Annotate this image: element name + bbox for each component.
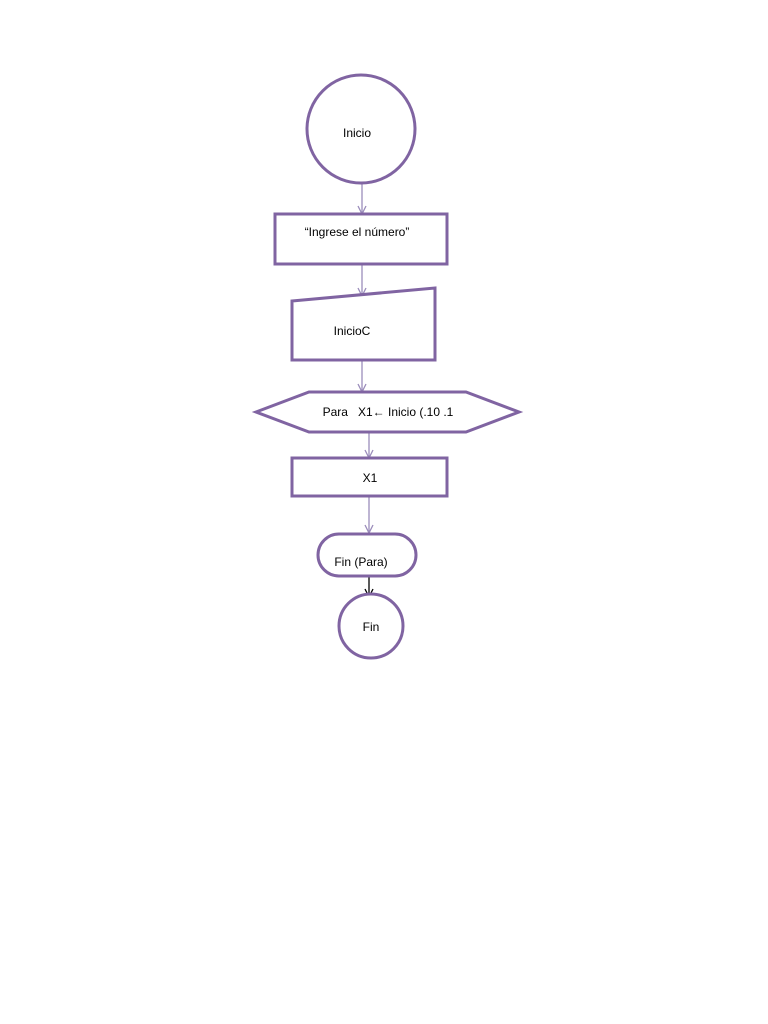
node-end-label: Fin bbox=[363, 620, 380, 634]
node-input-label: InicioC bbox=[334, 324, 371, 338]
prompt-process-box bbox=[273, 212, 449, 266]
node-loop-end: Fin (Para) bbox=[316, 532, 418, 578]
start-terminator-circle bbox=[305, 73, 417, 185]
loop-end-rounded-box bbox=[316, 532, 418, 578]
input-manual-input-shape bbox=[290, 286, 437, 362]
node-end: Fin bbox=[337, 592, 405, 660]
node-start-label: Inicio bbox=[343, 126, 371, 140]
node-loop: Para X1← Inicio (.10 .1 bbox=[251, 390, 524, 434]
output-process-box bbox=[290, 456, 449, 498]
end-terminator-circle bbox=[337, 592, 405, 660]
node-output-label: X1 bbox=[363, 471, 378, 485]
node-prompt-label: “Ingrese el número” bbox=[305, 225, 410, 239]
node-loop-end-label: Fin (Para) bbox=[334, 555, 387, 569]
node-prompt: “Ingrese el número” bbox=[273, 212, 449, 266]
node-input: InicioC bbox=[290, 286, 437, 362]
node-start: Inicio bbox=[305, 73, 417, 185]
node-output: X1 bbox=[290, 456, 449, 498]
loop-preparation-hexagon bbox=[251, 390, 524, 434]
node-loop-label: Para X1← Inicio (.10 .1 bbox=[323, 405, 454, 419]
